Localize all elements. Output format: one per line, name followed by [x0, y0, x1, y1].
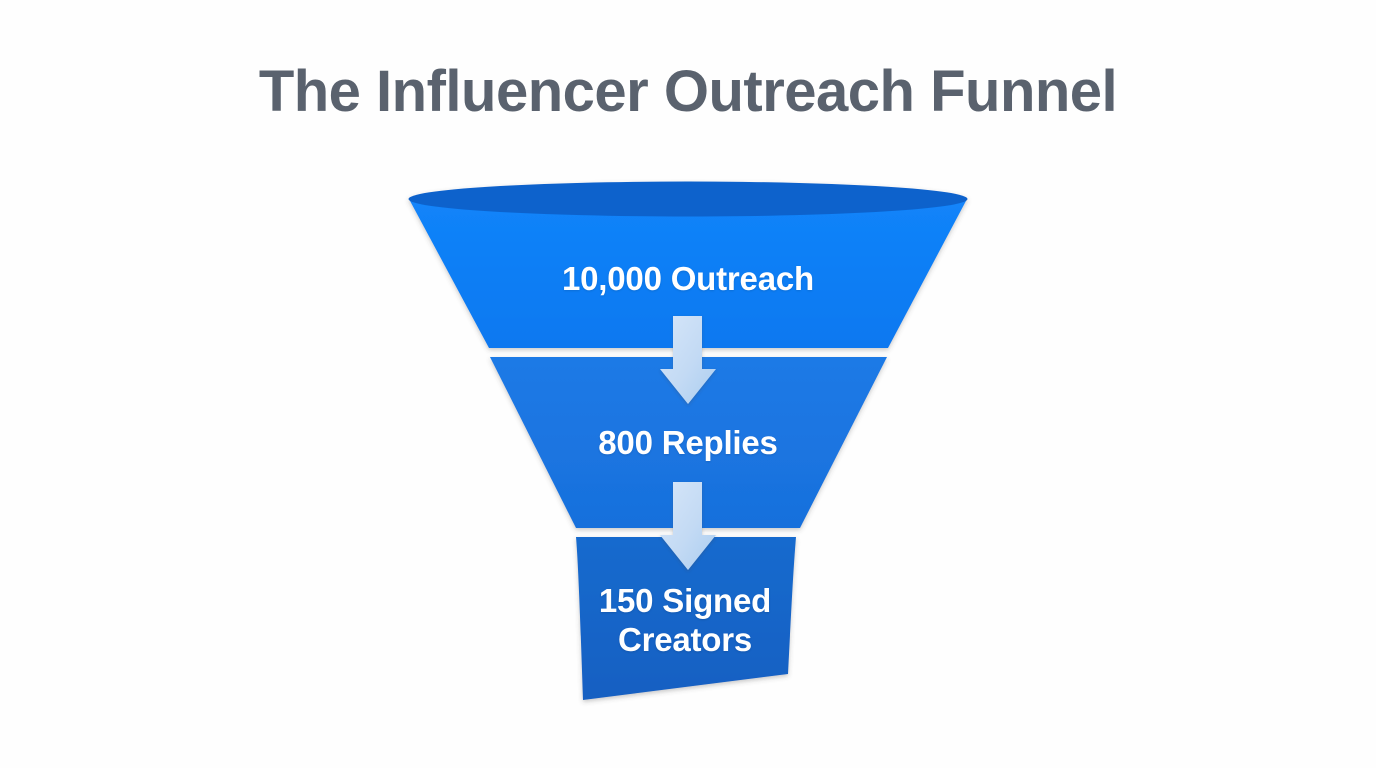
funnel-stage-1-rim	[408, 181, 968, 217]
funnel-stage-2[interactable]	[490, 357, 887, 528]
funnel-stage-2-body	[490, 357, 887, 528]
funnel-stage-3-label-line-2: Creators	[617, 621, 753, 658]
down-arrow-icon-1	[660, 316, 716, 404]
down-arrow-icon-2	[660, 482, 716, 570]
funnel-stage-1[interactable]	[408, 181, 968, 349]
funnel-stage-2-label: 800 Replies	[598, 424, 778, 461]
page-title: The Influencer Outreach Funnel	[258, 59, 1118, 124]
funnel-stage-3-label-line-1: 150 Signed	[598, 582, 772, 619]
funnel-stage-3-body	[576, 537, 796, 700]
funnel-stage-1-label: 10,000 Outreach	[562, 260, 814, 297]
funnel-stage-3[interactable]	[576, 537, 796, 700]
funnel-stage-1-body	[409, 199, 967, 348]
